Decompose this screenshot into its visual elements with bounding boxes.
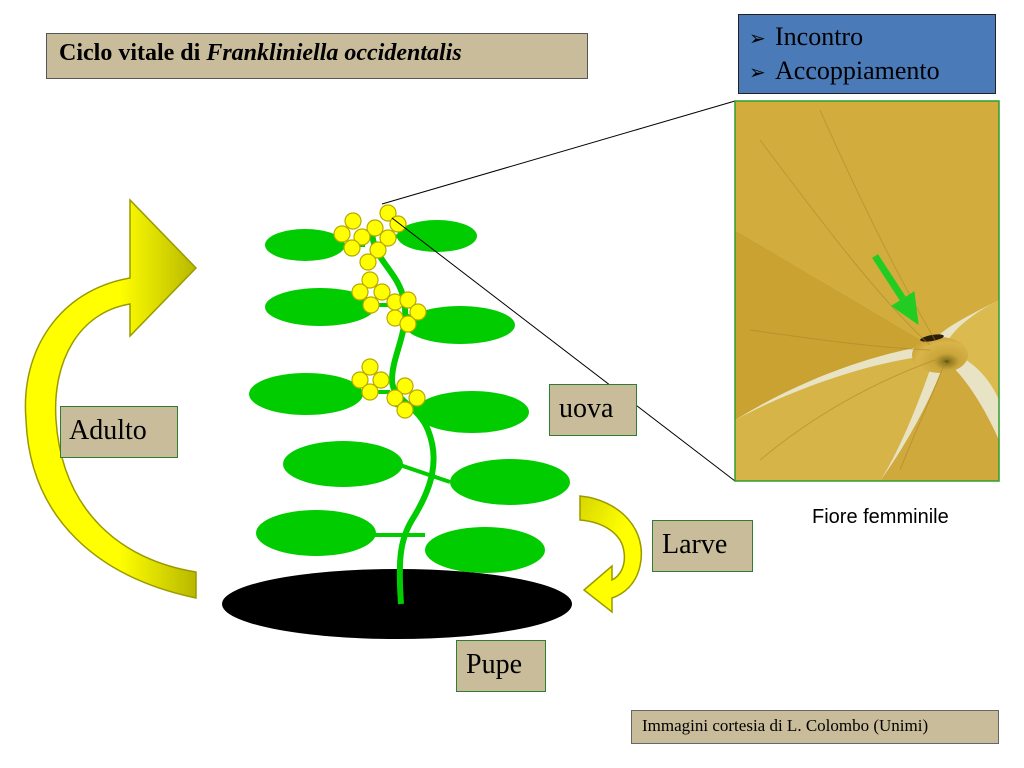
larvae-cycle-arrow xyxy=(579,495,643,614)
info-item-accoppiamento: ➢ Accoppiamento xyxy=(749,55,985,89)
leaf xyxy=(265,229,345,261)
image-credit: Immagini cortesia di L. Colombo (Unimi) xyxy=(631,710,999,744)
leaf xyxy=(256,510,376,556)
leaf xyxy=(450,459,570,505)
flower-clusters xyxy=(333,204,427,419)
info-item-label: Incontro xyxy=(775,22,864,51)
title-prefix: Ciclo vitale di xyxy=(59,40,201,66)
leaf xyxy=(397,220,477,252)
stage-label-eggs: uova xyxy=(549,384,637,436)
leaf xyxy=(405,306,515,344)
info-item-label: Accoppiamento xyxy=(775,56,940,85)
stage-label-larvae: Larve xyxy=(652,520,753,572)
stage-label-adult: Adulto xyxy=(60,406,178,458)
arrow-bullet-icon: ➢ xyxy=(749,28,766,50)
arrow-bullet-icon: ➢ xyxy=(749,62,766,84)
photo-caption: Fiore femminile xyxy=(812,506,949,528)
adult-cycle-arrow xyxy=(24,198,198,599)
leaf xyxy=(415,391,529,433)
page-title: Ciclo vitale di Frankliniella occidental… xyxy=(46,33,588,79)
title-species: Frankliniella occidentalis xyxy=(206,40,462,66)
flower-photo xyxy=(735,101,999,481)
stage-label-pupae: Pupe xyxy=(456,640,546,692)
info-item-incontro: ➢ Incontro xyxy=(749,21,985,55)
zoom-lines xyxy=(381,100,736,482)
leaf xyxy=(425,527,545,573)
flower-photo-frame xyxy=(734,100,1000,482)
leaves xyxy=(249,220,570,573)
behavior-info-box: ➢ Incontro ➢ Accoppiamento xyxy=(738,14,996,94)
soil-ellipse xyxy=(222,569,572,639)
leaf xyxy=(283,441,403,487)
photo-pointer-arrow xyxy=(872,254,919,326)
leaf xyxy=(249,373,363,415)
leaf xyxy=(265,288,375,326)
